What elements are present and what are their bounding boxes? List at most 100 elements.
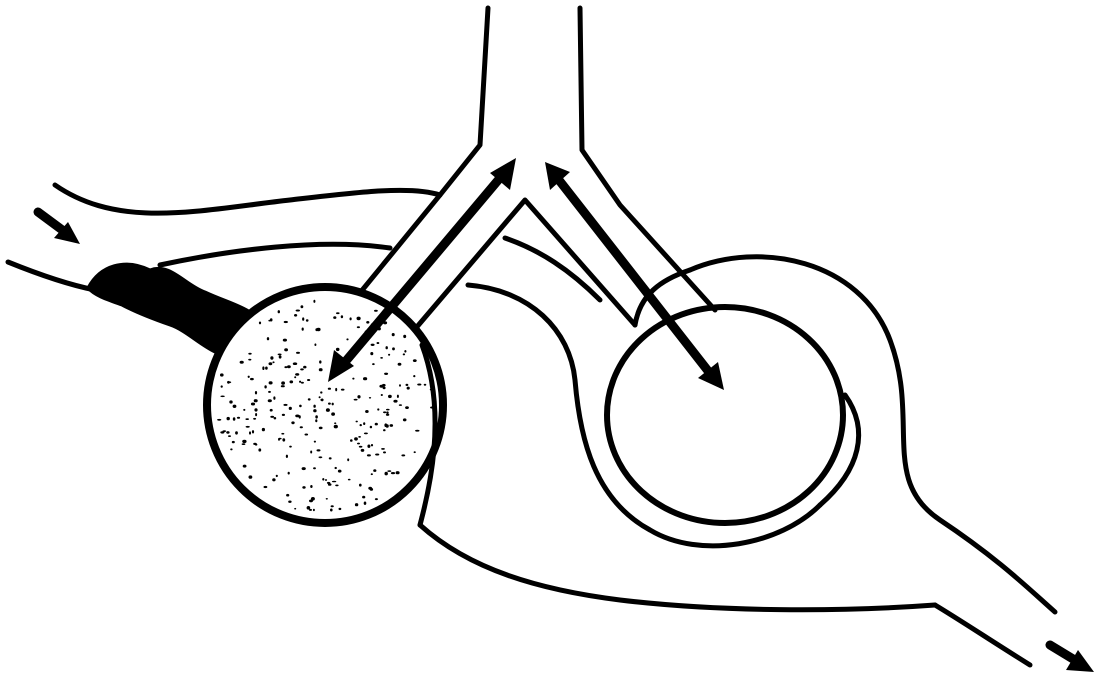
stipple-dot: [289, 446, 292, 448]
stipple-dot: [330, 509, 333, 512]
stipple-dot: [307, 506, 311, 510]
stipple-dot: [319, 396, 321, 398]
stipple-dot: [399, 384, 401, 386]
stipple-dot: [254, 399, 258, 402]
stipple-dot: [284, 366, 287, 368]
stipple-dot: [233, 417, 236, 421]
stipple-dot: [220, 373, 224, 376]
stipple-dot: [336, 348, 340, 351]
stipple-dot: [249, 431, 251, 434]
stipple-dot: [313, 405, 315, 408]
stipple-dot: [258, 448, 261, 451]
stipple-dot: [381, 448, 385, 450]
stipple-dot: [356, 421, 358, 423]
stipple-dot: [259, 322, 261, 325]
stipple-dot: [268, 391, 271, 393]
stipple-dot: [331, 412, 335, 415]
stipple-dot: [404, 350, 406, 353]
stipple-dot: [313, 467, 316, 469]
stipple-dot: [284, 321, 288, 323]
stipple-dot: [299, 405, 302, 408]
stipple-dot: [320, 391, 322, 393]
stipple-dot: [217, 419, 221, 421]
stipple-dot: [237, 417, 240, 419]
stipple-dot: [375, 423, 378, 426]
stipple-dot: [334, 425, 338, 429]
stipple-dot: [403, 335, 406, 338]
stipple-dot: [357, 395, 360, 398]
stipple-dot: [414, 451, 416, 453]
stipple-dot: [386, 409, 390, 411]
stipple-dot: [331, 505, 334, 507]
stipple-dot: [286, 455, 288, 458]
stipple-dot: [399, 404, 402, 406]
stipple-dot: [386, 414, 389, 416]
stipple-dot: [288, 501, 291, 503]
stipple-dot: [369, 397, 371, 399]
stipple-dot: [287, 365, 291, 368]
stipple-dot: [332, 481, 336, 483]
stipple-dot: [413, 375, 415, 377]
stipple-dot: [233, 405, 237, 408]
stipple-dot: [302, 486, 305, 489]
stipple-dot: [352, 378, 354, 380]
inflow-arrow: [38, 212, 80, 244]
stipple-dot: [242, 440, 246, 443]
stipple-dot: [281, 433, 284, 435]
stipple-dot: [386, 411, 388, 414]
stipple-dot: [326, 408, 330, 412]
stipple-dot: [282, 414, 285, 416]
stipple-dot: [357, 443, 360, 445]
stipple-dot: [272, 478, 275, 481]
stipple-dot: [406, 384, 409, 386]
stipple-dot: [309, 509, 312, 511]
stipple-dot: [366, 321, 369, 324]
stipple-dot: [336, 312, 340, 314]
stipple-dot: [354, 399, 358, 401]
stipple-dot: [295, 373, 299, 376]
stipple-dot: [328, 388, 331, 390]
stipple-dot: [388, 395, 392, 398]
stipple-dot: [299, 381, 301, 383]
stipple-dot: [229, 400, 232, 403]
stipple-dot: [267, 337, 269, 340]
stipple-dot: [328, 483, 332, 486]
stipple-dot: [273, 396, 275, 399]
stipple-dot: [286, 494, 289, 497]
stipple-dot: [308, 398, 311, 400]
stipple-dot: [397, 395, 399, 398]
stipple-dot: [357, 317, 361, 321]
stipple-dot: [364, 502, 367, 505]
stipple-dot: [306, 319, 309, 321]
stipple-dot: [374, 310, 378, 312]
stipple-dot: [359, 446, 363, 448]
stipple-dot: [362, 496, 365, 499]
loop-channel: [420, 238, 1055, 665]
stipple-dot: [403, 418, 407, 421]
stipple-dot: [341, 389, 345, 391]
stipple-dot: [354, 437, 358, 440]
stipple-dot: [282, 438, 285, 441]
stipple-dot: [401, 454, 405, 456]
stipple-dot: [405, 406, 409, 409]
stipple-dot: [383, 451, 386, 453]
stipple-dot: [375, 498, 378, 500]
stipple-dot: [265, 367, 268, 370]
stipple-dot: [249, 475, 253, 478]
stipple-dot: [357, 326, 360, 328]
stipple-dot: [289, 407, 292, 410]
stipple-dot: [283, 339, 287, 342]
stipple-dot: [301, 382, 304, 384]
stipple-dot: [276, 475, 278, 477]
stipple-dot: [296, 310, 300, 312]
stipple-dot: [264, 486, 268, 488]
stipple-dot: [333, 316, 336, 319]
stipple-dot: [350, 439, 353, 442]
stipple-dot: [240, 361, 244, 364]
stipple-dot: [269, 381, 273, 384]
stipple-dot: [332, 403, 334, 406]
stipple-dot: [335, 388, 337, 391]
stipple-dot: [303, 366, 306, 369]
stipple-dot: [320, 399, 323, 401]
stipple-dot: [227, 381, 230, 384]
